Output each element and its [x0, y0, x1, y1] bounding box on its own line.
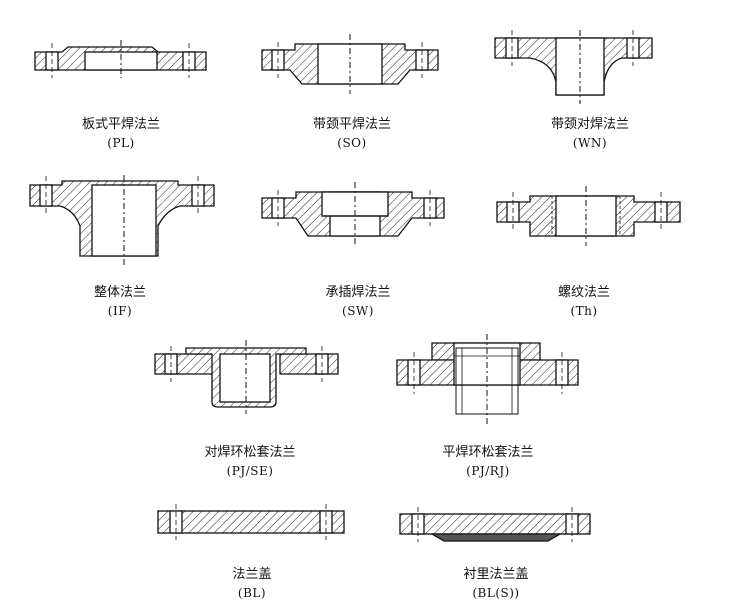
caption-pl: 板式平焊法兰 (PL)	[71, 116, 171, 152]
caption-code: (PJ/SE)	[226, 464, 274, 478]
caption-code: (PL)	[107, 136, 135, 150]
caption-sw: 承插焊法兰 (SW)	[308, 284, 408, 320]
flange-drawing-so	[261, 34, 439, 94]
caption-name: 衬里法兰盖	[463, 567, 529, 582]
flange-drawing-pl	[34, 40, 207, 78]
caption-if: 整体法兰 (IF)	[70, 284, 170, 320]
caption-name: 带颈平焊法兰	[312, 117, 391, 132]
flange-drawing-bl-s	[399, 507, 591, 542]
caption-code: (SW)	[342, 304, 374, 318]
caption-bl-s: 衬里法兰盖 (BL(S))	[446, 566, 546, 602]
flange-drawing-wn	[494, 30, 653, 104]
flange-drawing-pj-rj	[396, 334, 579, 424]
caption-name: 带颈对焊法兰	[550, 117, 629, 132]
caption-code: (IF)	[107, 304, 133, 318]
caption-code: (BL(S))	[472, 586, 520, 600]
caption-th: 螺纹法兰 (Th)	[534, 284, 634, 320]
caption-so: 带颈平焊法兰 (SO)	[302, 116, 402, 152]
flange-drawing-pj-se	[154, 340, 339, 414]
flange-drawing-bl	[157, 504, 345, 540]
caption-code: (WN)	[572, 136, 608, 150]
caption-code: (PJ/RJ)	[466, 464, 510, 478]
caption-name: 板式平焊法兰	[81, 117, 160, 132]
caption-name: 承插焊法兰	[325, 285, 391, 300]
caption-name: 平焊环松套法兰	[442, 445, 534, 460]
caption-bl: 法兰盖 (BL)	[202, 566, 302, 602]
caption-code: (Th)	[570, 304, 598, 318]
caption-code: (BL)	[237, 586, 267, 600]
caption-pj-rj: 平焊环松套法兰 (PJ/RJ)	[428, 444, 548, 480]
flange-drawing-if	[29, 175, 215, 266]
caption-name: 螺纹法兰	[557, 285, 610, 300]
caption-wn: 带颈对焊法兰 (WN)	[540, 116, 640, 152]
caption-name: 对焊环松套法兰	[204, 445, 296, 460]
caption-name: 整体法兰	[93, 285, 146, 300]
flange-drawing-th	[496, 186, 681, 246]
flange-drawing-sw	[261, 182, 445, 246]
caption-code: (SO)	[337, 136, 367, 150]
caption-pj-se: 对焊环松套法兰 (PJ/SE)	[190, 444, 310, 480]
caption-name: 法兰盖	[232, 567, 272, 582]
